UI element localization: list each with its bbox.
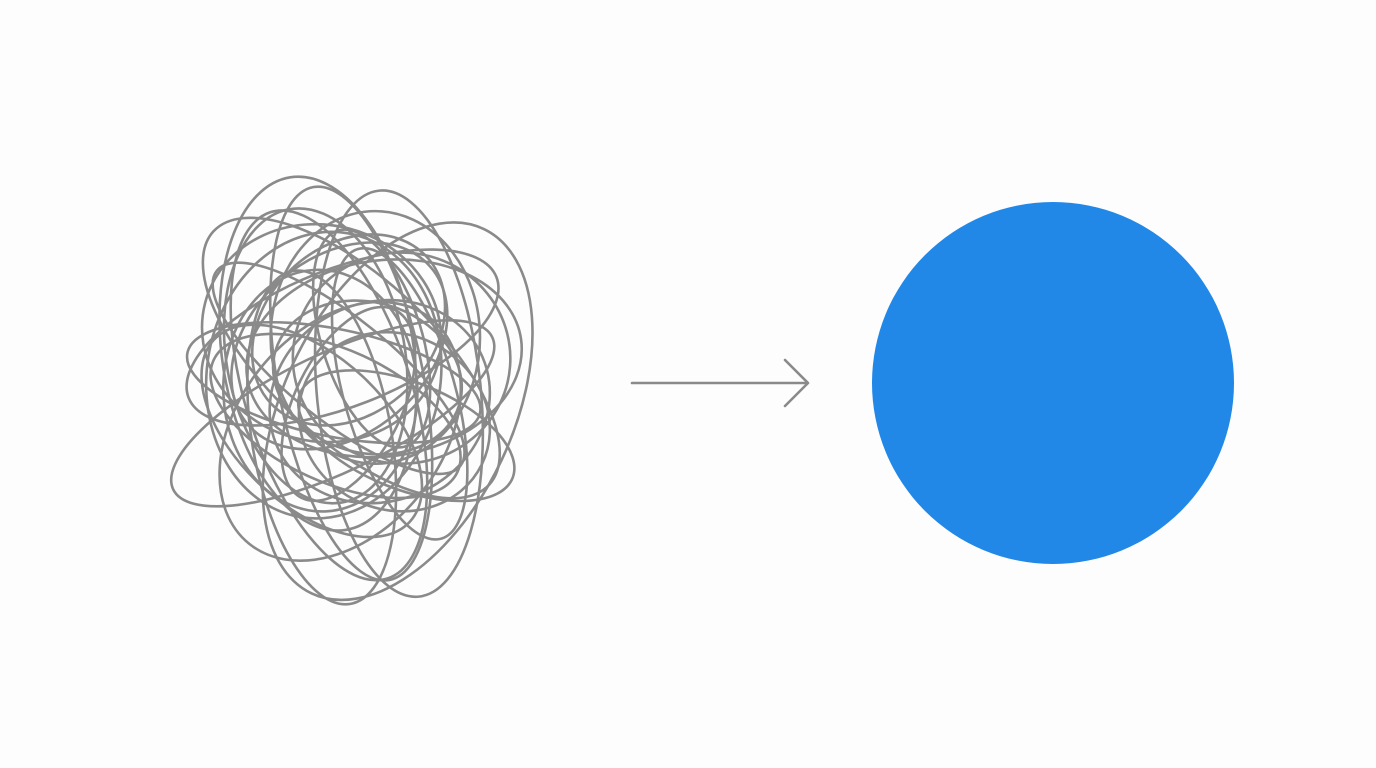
tangled-scribble [169,175,534,606]
scribble-loop [222,207,409,505]
arrow-right-icon [630,358,810,408]
scribble-loop [313,189,485,599]
scribble-loop [250,233,447,427]
scribble-loop [218,300,463,562]
arrow-head [783,358,810,408]
scribble-loop [229,209,429,582]
scribble-loop [169,319,496,508]
scribble-loop [200,323,424,539]
solid-circle [872,202,1234,564]
scribble-loop [280,305,417,503]
scribble-loop [297,330,492,513]
scribble-loop [311,228,432,449]
scribble-loop [185,248,500,427]
scribble-loop [185,320,482,445]
scribble-loop [209,332,462,500]
scribble-loop [291,251,512,465]
scribble-loop [245,258,524,459]
